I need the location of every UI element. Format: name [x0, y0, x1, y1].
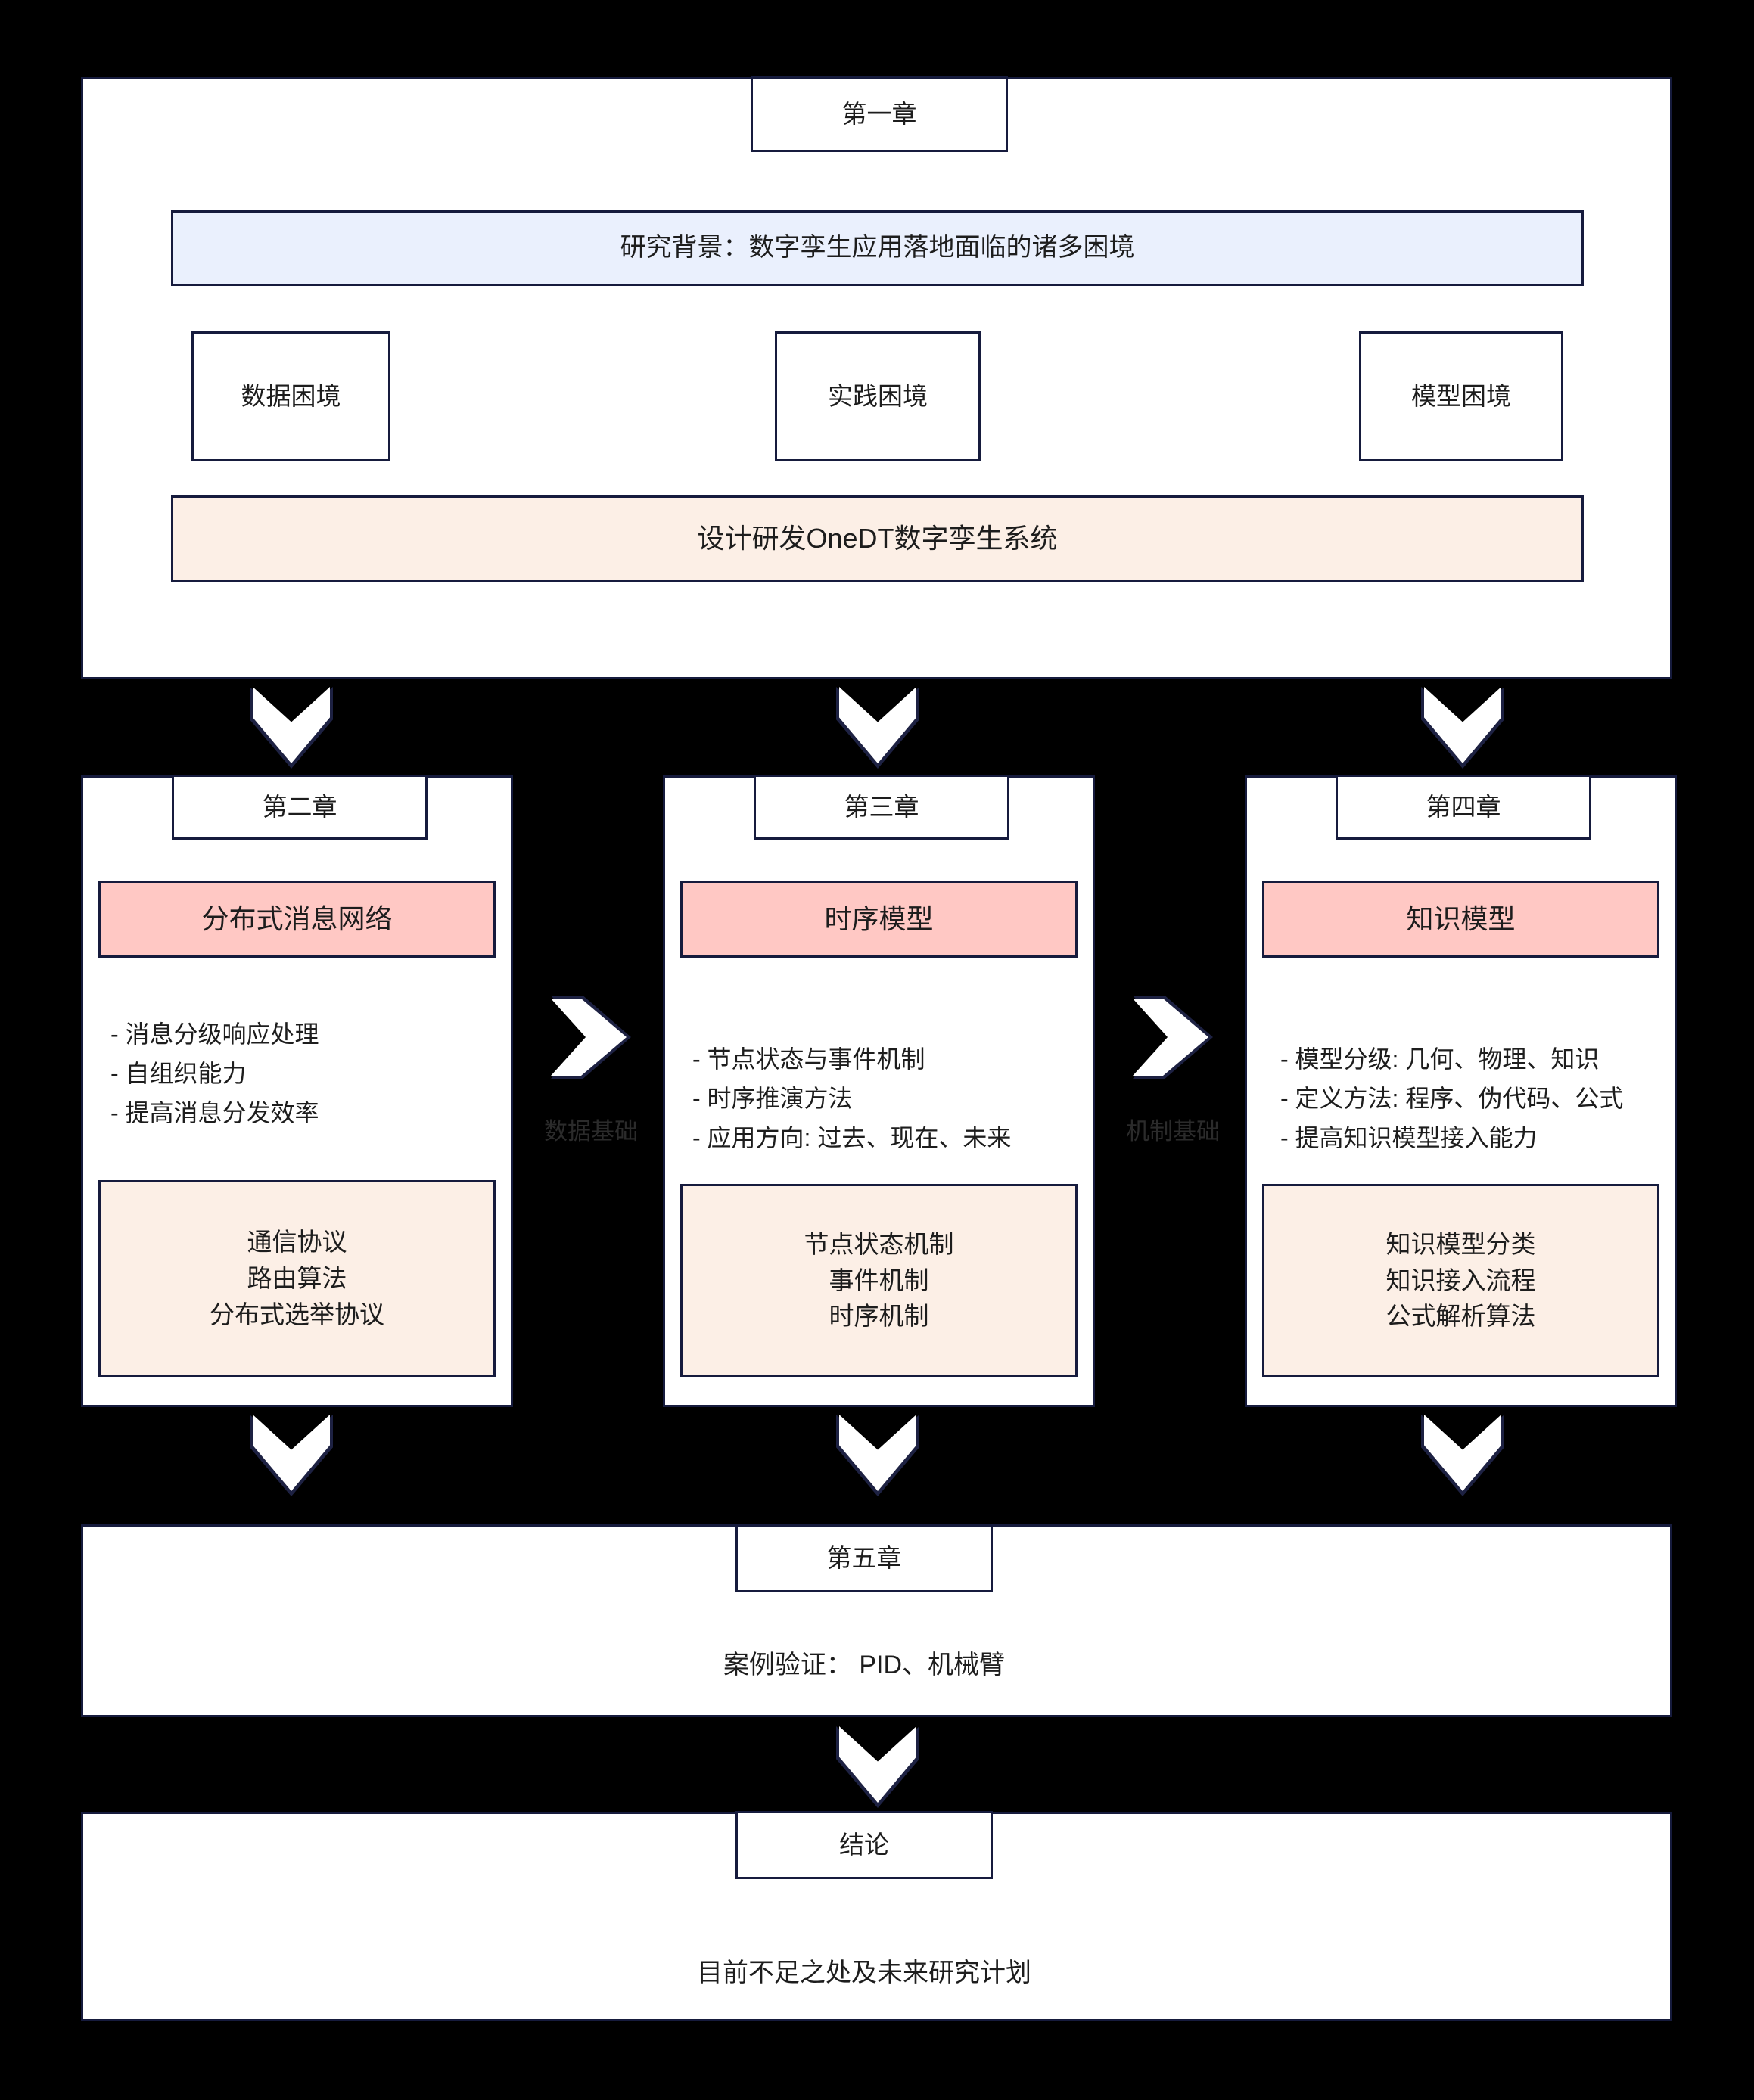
chapter3-model-title-label: 时序模型	[824, 902, 934, 934]
chapter3-summary-1: 事件机制	[829, 1266, 929, 1294]
chapter3-tag-label: 第三章	[844, 793, 919, 822]
chapter4-summary-2: 公式解析算法	[1385, 1302, 1536, 1331]
chapter4-model-title-box[interactable]: 知识模型	[1262, 881, 1659, 958]
chapter4-tag-box[interactable]: 第四章	[1336, 775, 1591, 840]
conclusion-caption: 目前不足之处及未来研究计划	[697, 1959, 1031, 1987]
chapter4-tag-label: 第四章	[1426, 793, 1501, 822]
chapter5-tag-box[interactable]: 第五章	[735, 1524, 993, 1592]
chapter3-summary-box[interactable]: 节点状态机制 事件机制 时序机制	[680, 1184, 1078, 1377]
chapter2-summary-box[interactable]: 通信协议 路由算法 分布式选举协议	[98, 1180, 496, 1377]
chapter2-tag-box[interactable]: 第二章	[172, 775, 428, 840]
chapter4-bullet-1: - 定义方法: 程序、伪代码、公式	[1280, 1084, 1624, 1112]
arrow-down-to-ch4	[1424, 687, 1501, 763]
arrow-right-data-basis	[551, 999, 627, 1076]
arrow-down-to-ch2	[253, 687, 330, 763]
arrow-right-mechanism-basis	[1133, 999, 1208, 1076]
chapter2-bullet-2: - 提高消息分发效率	[110, 1098, 319, 1126]
chapter2-bullet-1: - 自组织能力	[110, 1059, 247, 1087]
chapter4-model-title-label: 知识模型	[1406, 902, 1516, 934]
chapter2-summary-0: 通信协议	[247, 1228, 347, 1257]
chapter2-summary-1: 路由算法	[247, 1264, 347, 1293]
arrow-down-ch3-to-ch5	[839, 1415, 916, 1491]
chapter1-tag-label: 第一章	[841, 100, 917, 129]
arrow-label-data-basis: 数据基础	[544, 1118, 638, 1145]
chapter2-tag-label: 第二章	[262, 793, 337, 822]
chapter4-summary-1: 知识接入流程	[1385, 1266, 1536, 1294]
difficulty-label-data: 数据困境	[241, 382, 341, 411]
research-background-banner[interactable]: 研究背景：数字孪生应用落地面临的诸多困境	[171, 210, 1584, 286]
arrow-down-ch4-to-ch5	[1424, 1415, 1501, 1491]
chapter3-bullet-1: - 时序推演方法	[692, 1084, 853, 1112]
chapter4-bullets: - 模型分级: 几何、物理、知识 - 定义方法: 程序、伪代码、公式 - 提高知…	[1280, 1040, 1623, 1157]
chapter2-model-title-label: 分布式消息网络	[201, 902, 393, 934]
arrow-label-mechanism-basis: 机制基础	[1126, 1118, 1220, 1145]
chapter3-tag-box[interactable]: 第三章	[754, 775, 1009, 840]
chapter5-caption: 案例验证： PID、机械臂	[723, 1651, 1006, 1679]
chapter3-bullet-0: - 节点状态与事件机制	[692, 1045, 925, 1073]
arrow-down-ch5-to-conclusion	[839, 1726, 916, 1803]
chapter4-summary-0: 知识模型分类	[1385, 1229, 1536, 1258]
system-banner[interactable]: 设计研发OneDT数字孪生系统	[171, 495, 1584, 582]
arrow-down-ch2-to-ch5	[253, 1415, 330, 1491]
chapter3-bullets: - 节点状态与事件机制 - 时序推演方法 - 应用方向: 过去、现在、未来	[692, 1040, 1011, 1157]
chapter2-bullet-0: - 消息分级响应处理	[110, 1020, 319, 1048]
chapter4-bullet-2: - 提高知识模型接入能力	[1280, 1123, 1538, 1151]
chapter3-bullet-2: - 应用方向: 过去、现在、未来	[692, 1123, 1012, 1151]
chapter2-summary-2: 分布式选举协议	[210, 1300, 384, 1328]
arrow-down-to-ch3	[839, 687, 916, 763]
chapter5-tag-label: 第五章	[826, 1544, 902, 1573]
difficulty-box-model[interactable]: 模型困境	[1359, 331, 1563, 461]
chapter2-model-title-box[interactable]: 分布式消息网络	[98, 881, 496, 958]
chapter4-summary-box[interactable]: 知识模型分类 知识接入流程 公式解析算法	[1262, 1184, 1659, 1377]
difficulty-label-model: 模型困境	[1411, 382, 1511, 411]
difficulty-box-practice[interactable]: 实践困境	[775, 331, 981, 461]
chapter4-bullet-0: - 模型分级: 几何、物理、知识	[1280, 1045, 1600, 1073]
chapter2-bullets: - 消息分级响应处理 - 自组织能力 - 提高消息分发效率	[110, 1015, 319, 1132]
research-background-label: 研究背景：数字孪生应用落地面临的诸多困境	[620, 233, 1135, 262]
difficulty-label-practice: 实践困境	[828, 382, 928, 411]
conclusion-tag-label: 结论	[839, 1831, 889, 1859]
chapter3-summary-0: 节点状态机制	[804, 1229, 954, 1258]
chapter1-tag-box[interactable]: 第一章	[751, 76, 1008, 152]
difficulty-box-data[interactable]: 数据困境	[191, 331, 390, 461]
conclusion-tag-box[interactable]: 结论	[735, 1811, 993, 1879]
chapter3-model-title-box[interactable]: 时序模型	[680, 881, 1078, 958]
system-banner-label: 设计研发OneDT数字孪生系统	[697, 523, 1058, 555]
chapter3-summary-2: 时序机制	[829, 1302, 929, 1331]
